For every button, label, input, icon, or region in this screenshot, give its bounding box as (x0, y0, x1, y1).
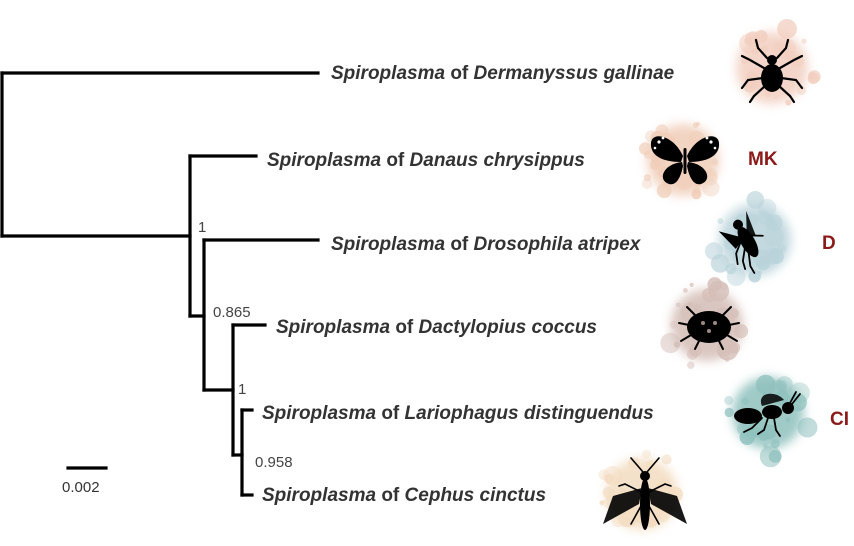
taxon-host: Dactylopius coccus (418, 317, 597, 338)
taxon-genus: Spiroplasma (331, 234, 446, 255)
host-splash-backgrounds (598, 19, 821, 530)
taxon-connector: of (381, 485, 400, 506)
taxon-host: Drosophila atripex (473, 234, 641, 255)
taxon-connector: of (381, 403, 400, 424)
taxon-label-cephus: Spiroplasma of Cephus cinctus (262, 486, 546, 505)
phenotype-label-d: D (822, 233, 836, 254)
tree-branches (0, 71, 320, 497)
scale-insect-icon (678, 306, 740, 350)
taxon-connector: of (450, 234, 469, 255)
sawfly-icon (603, 457, 687, 530)
taxon-label-dactylopius: Spiroplasma of Dactylopius coccus (276, 318, 597, 337)
taxon-connector: of (386, 150, 405, 171)
taxon-genus: Spiroplasma (262, 485, 377, 506)
taxon-label-danaus: Spiroplasma of Danaus chrysippus (267, 151, 585, 170)
support-value: 1 (198, 219, 207, 236)
splash-0 (736, 19, 821, 106)
fly-icon (718, 210, 764, 274)
taxon-genus: Spiroplasma (276, 317, 391, 338)
taxon-label-lariophagus: Spiroplasma of Lariophagus distinguendus (262, 404, 654, 423)
wasp-icon (734, 391, 801, 437)
taxon-host: Danaus chrysippus (409, 150, 585, 171)
taxon-connector: of (395, 317, 414, 338)
mite-icon (740, 38, 804, 104)
taxon-host: Dermanyssus gallinae (473, 63, 675, 84)
taxon-genus: Spiroplasma (262, 403, 377, 424)
taxon-host: Cephus cinctus (404, 485, 547, 506)
taxon-genus: Spiroplasma (331, 63, 446, 84)
support-value: 0.958 (255, 454, 293, 471)
support-value: 0.865 (213, 304, 251, 321)
butterfly-icon (650, 136, 720, 185)
phenotype-label-mk: MK (748, 149, 778, 170)
phenotype-label-ci: CI (830, 409, 849, 430)
support-value: 1 (238, 381, 247, 398)
scale-bar-label: 0.002 (62, 479, 100, 496)
taxon-genus: Spiroplasma (267, 150, 382, 171)
taxon-host: Lariophagus distinguendus (404, 403, 654, 424)
taxon-connector: of (450, 63, 469, 84)
taxon-label-dermanyssus: Spiroplasma of Dermanyssus gallinae (331, 64, 674, 83)
taxon-label-drosophila: Spiroplasma of Drosophila atripex (331, 235, 640, 254)
